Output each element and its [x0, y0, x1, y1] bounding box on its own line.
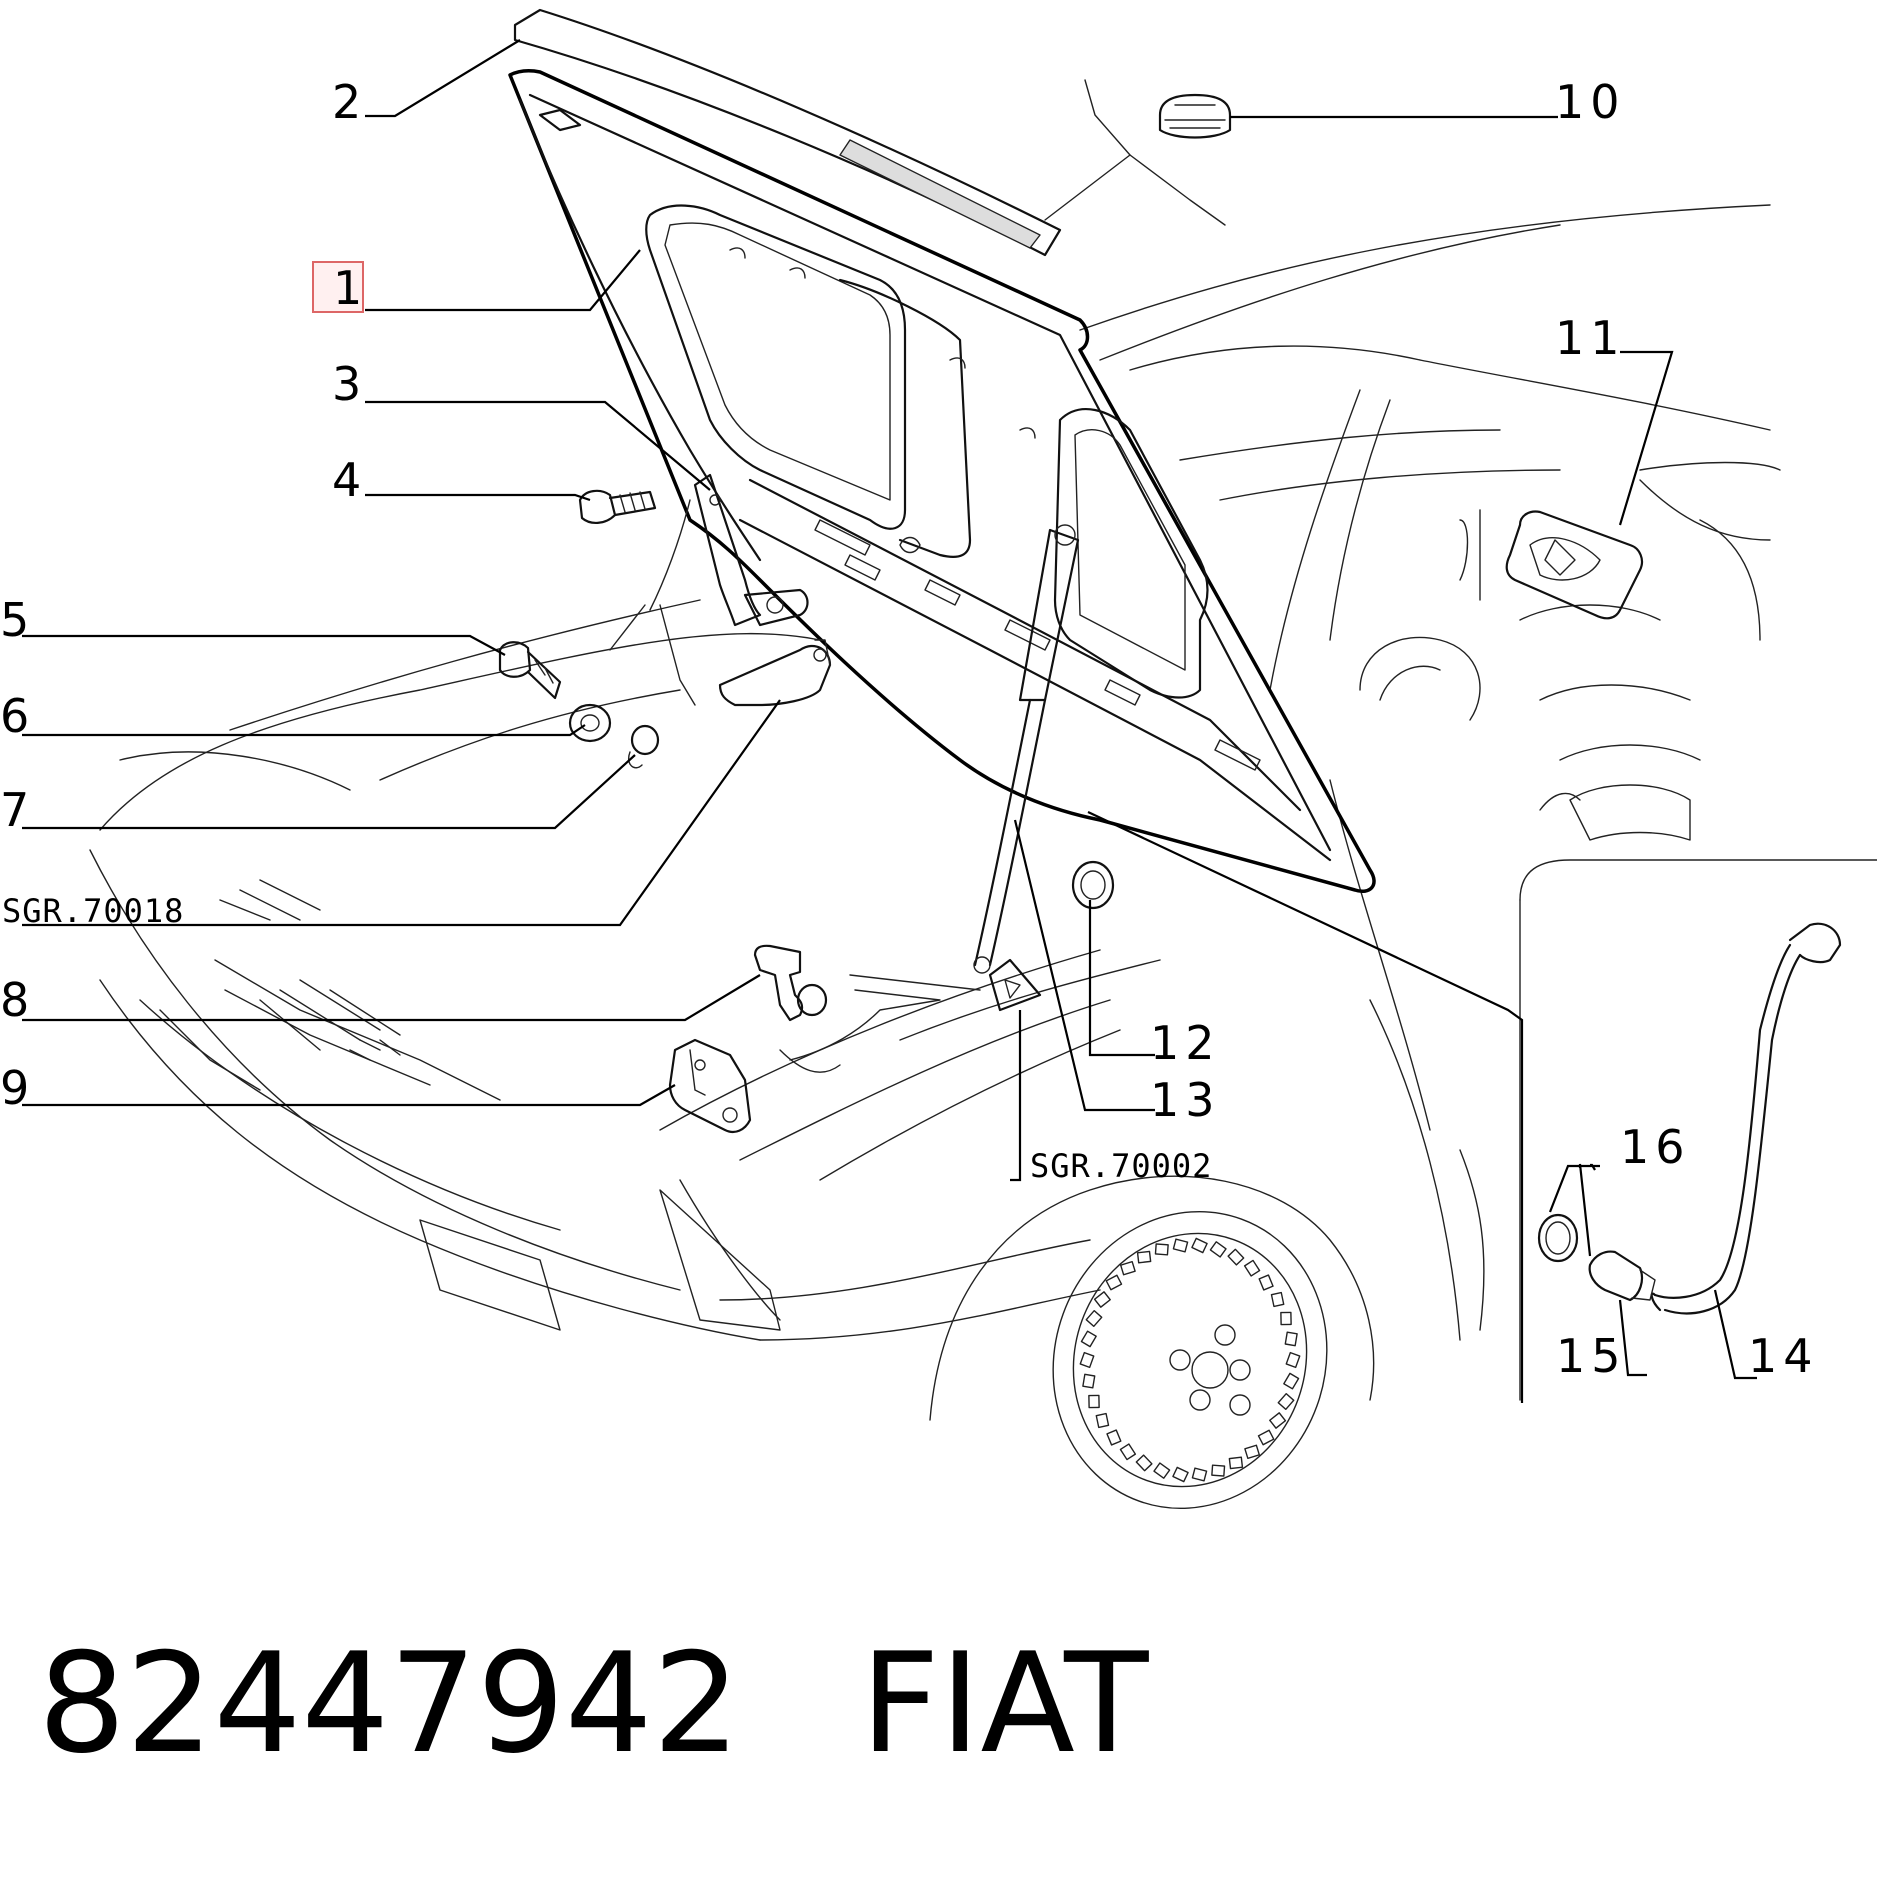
bumper-stop — [988, 958, 1042, 1012]
weather-seal — [513, 8, 1062, 257]
callout-12[interactable]: 12 — [1150, 1016, 1221, 1070]
wheel-slot — [1269, 1412, 1287, 1429]
wheel-slot — [1285, 1351, 1301, 1369]
release-rod — [1650, 922, 1842, 1315]
wheel-slots — [1079, 1237, 1301, 1483]
wheel-slot — [1243, 1259, 1261, 1277]
callout-6[interactable]: 6 — [0, 689, 35, 743]
callout-15[interactable]: 15 — [1556, 1329, 1627, 1383]
latch — [668, 1038, 752, 1134]
selected-part-highlight — [312, 261, 364, 313]
tailgate — [508, 69, 1376, 893]
car-body-outline — [89, 204, 1877, 1421]
wheel-slot — [1244, 1444, 1261, 1460]
wheel-slot — [1080, 1330, 1097, 1348]
wheel-slot — [1191, 1237, 1208, 1254]
callout-labels: 1 2 3 4 5 6 7 8 9 10 11 12 13 14 15 16 S… — [0, 75, 1819, 1383]
trim-clip — [1044, 79, 1232, 226]
callout-9[interactable]: 9 — [0, 1061, 35, 1115]
wheel-slot — [1088, 1394, 1100, 1409]
callout-3[interactable]: 3 — [332, 357, 367, 411]
callout-1[interactable]: 1 — [333, 261, 368, 315]
ref-sgr-70002[interactable]: SGR.70002 — [1030, 1147, 1212, 1185]
wheel-slot — [1280, 1311, 1292, 1326]
bolt-5 — [498, 641, 562, 700]
wheel-slot — [1106, 1429, 1122, 1446]
wheel-slot — [1257, 1429, 1275, 1446]
callout-5[interactable]: 5 — [0, 593, 35, 647]
callout-2[interactable]: 2 — [332, 75, 367, 129]
leader-lines — [22, 39, 1757, 1403]
wheel-slot — [1154, 1243, 1169, 1256]
wheel-slot — [1172, 1466, 1189, 1483]
wheel-slot — [1153, 1462, 1171, 1479]
wheel-slot — [1105, 1274, 1123, 1291]
circlip — [1537, 1213, 1579, 1263]
lock-assembly — [1459, 509, 1644, 620]
callout-11[interactable]: 11 — [1555, 311, 1626, 365]
callout-4[interactable]: 4 — [332, 453, 367, 507]
wheel-slot — [1228, 1456, 1244, 1470]
callout-14[interactable]: 14 — [1748, 1329, 1819, 1383]
callout-13[interactable]: 13 — [1150, 1073, 1221, 1127]
wheel-slot — [1119, 1260, 1136, 1276]
wheel-slot — [1211, 1464, 1226, 1477]
spring-washer — [628, 724, 660, 769]
wheel-slot — [1284, 1331, 1298, 1347]
grommet — [1071, 860, 1115, 910]
wheel-slot — [1277, 1392, 1295, 1411]
wheel-slot — [1093, 1291, 1111, 1308]
part-number: 82447942 — [38, 1623, 741, 1784]
callout-7[interactable]: 7 — [0, 783, 35, 837]
wheel-slot — [1270, 1291, 1285, 1308]
wheel-slot — [1283, 1372, 1300, 1390]
latch-bracket — [753, 944, 828, 1022]
wheel-slot — [1119, 1443, 1137, 1461]
wheel — [1052, 1210, 1328, 1510]
callout-10[interactable]: 10 — [1555, 75, 1626, 129]
wheel-slot — [1191, 1467, 1208, 1482]
gas-strut — [779, 524, 1080, 1073]
wheel-slot — [1227, 1248, 1245, 1266]
brand-name: FIAT — [860, 1623, 1149, 1784]
wheel-slot — [1079, 1351, 1095, 1369]
ref-sgr-70018[interactable]: SGR.70018 — [2, 892, 184, 930]
wheel-slot — [1172, 1238, 1189, 1253]
wheel-slot — [1082, 1373, 1096, 1389]
wheel-slot — [1085, 1309, 1103, 1328]
wheel-slot — [1136, 1250, 1152, 1264]
wheel-slot — [1135, 1454, 1153, 1472]
bolt — [578, 489, 657, 524]
washer — [568, 703, 612, 743]
wheel-slot — [1209, 1241, 1227, 1258]
wheel-slot — [1258, 1274, 1274, 1291]
wheel-slot — [1095, 1412, 1110, 1429]
bracket-sgr70018 — [718, 639, 832, 707]
callout-16[interactable]: 16 — [1620, 1120, 1691, 1174]
hinge — [609, 473, 809, 706]
lock-cylinder — [1588, 1250, 1656, 1302]
callout-8[interactable]: 8 — [0, 973, 35, 1027]
